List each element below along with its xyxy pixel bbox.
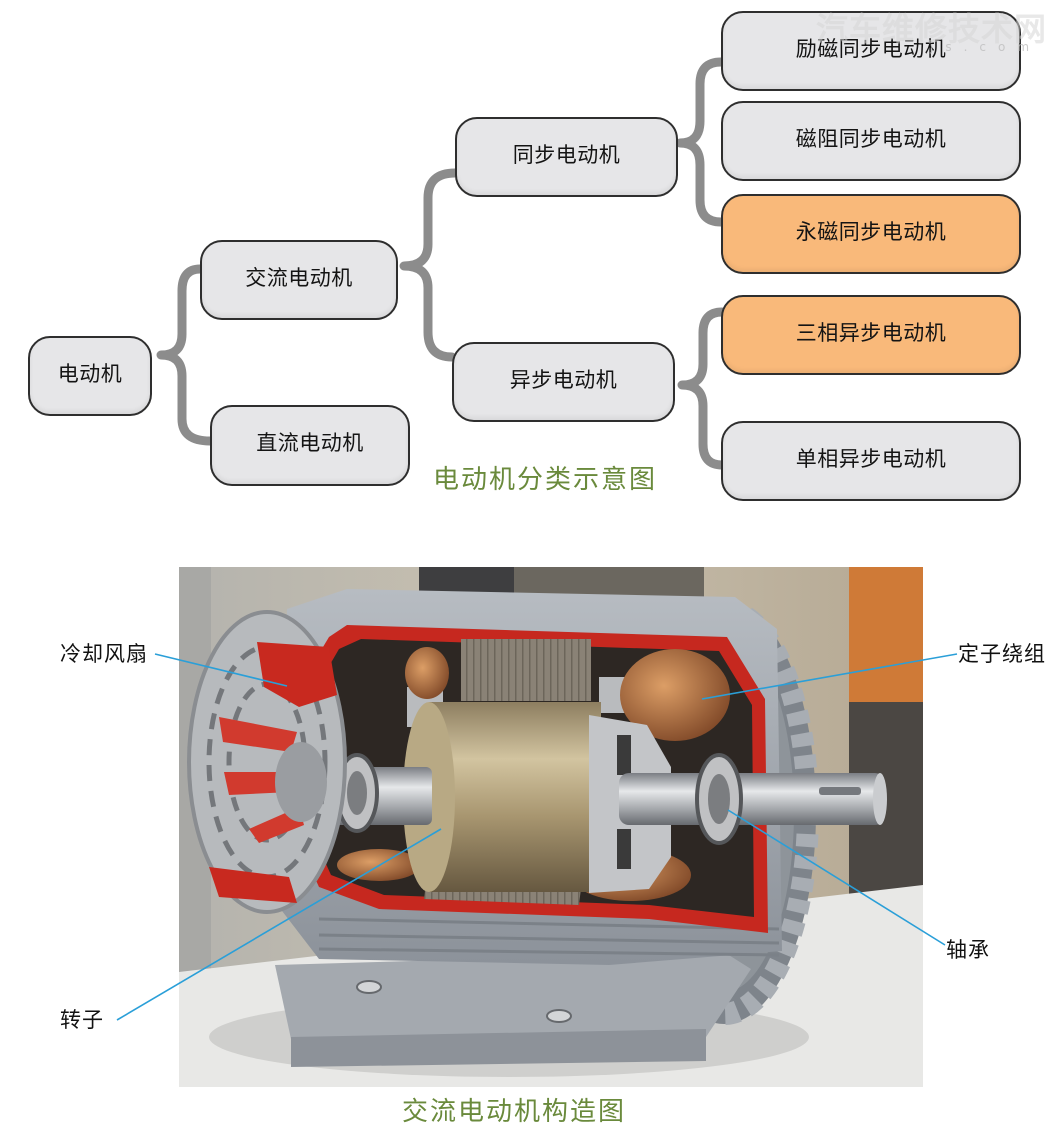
node-label: 磁阻同步电动机: [795, 126, 947, 151]
node-motor: 电动机: [28, 336, 152, 416]
node-label: 电动机: [57, 361, 123, 386]
rotor-end-ring-slot: [617, 735, 631, 775]
bearing-left-inner: [347, 771, 367, 815]
fan-hub: [275, 742, 327, 822]
watermark-url: js.com: [930, 40, 1042, 54]
bearing-right-inner: [708, 774, 730, 824]
node-single-phase-async-motor: 单相异步电动机: [721, 421, 1021, 501]
node-label: 异步电动机: [509, 367, 618, 392]
node-label: 三相异步电动机: [795, 320, 947, 345]
label-rotor: 转子: [60, 1008, 104, 1032]
brace-asynchronous-motor: [677, 307, 727, 470]
brace-ac-motor: [399, 168, 460, 362]
shaft-right: [619, 773, 885, 825]
background-orange-object: [849, 567, 923, 702]
node-asynchronous-motor: 异步电动机: [452, 342, 675, 422]
node-three-phase-async-motor: 三相异步电动机: [721, 295, 1021, 375]
watermark-text: 汽车维修技术网: [816, 10, 1048, 48]
node-label: 直流电动机: [256, 431, 364, 455]
ac-motor-photo: [179, 567, 923, 1087]
winding-top-left: [405, 647, 449, 699]
shaft-end: [873, 773, 887, 825]
cooling-fan: [187, 610, 347, 914]
node-excited-synchronous-motor: 励磁同步电动机: [721, 11, 1021, 91]
node-synchronous-motor: 同步电动机: [455, 117, 678, 197]
stator-core-top: [461, 639, 591, 701]
shaft-keyway: [819, 787, 861, 795]
rotor-end-ring-slot: [617, 829, 631, 869]
base-screw: [546, 1009, 572, 1023]
rotor: [403, 702, 671, 893]
label-cooling-fan: 冷却风扇: [60, 642, 148, 666]
node-dc-motor: 直流电动机: [210, 405, 410, 486]
classification-caption: 电动机分类示意图: [432, 465, 657, 495]
label-stator-winding: 定子绕组: [958, 642, 1046, 666]
node-label: 单相异步电动机: [795, 446, 947, 471]
node-label: 交流电动机: [245, 265, 353, 290]
node-label: 励磁同步电动机: [795, 36, 947, 61]
motor-base: [275, 952, 751, 1067]
structure-caption: 交流电动机构造图: [401, 1097, 626, 1127]
base-top: [275, 952, 751, 1039]
brace-synchronous-motor: [675, 57, 726, 227]
node-pm-synchronous-motor: 永磁同步电动机: [721, 194, 1021, 274]
node-ac-motor: 交流电动机: [200, 240, 398, 320]
node-label: 同步电动机: [512, 142, 621, 167]
base-front: [291, 1029, 706, 1067]
node-reluctance-synchronous-motor: 磁阻同步电动机: [721, 101, 1021, 181]
rotor-body: [429, 702, 601, 892]
node-label: 永磁同步电动机: [795, 219, 947, 244]
fan-blade: [219, 717, 297, 752]
label-bearing: 轴承: [946, 938, 990, 962]
base-screw: [356, 980, 382, 994]
